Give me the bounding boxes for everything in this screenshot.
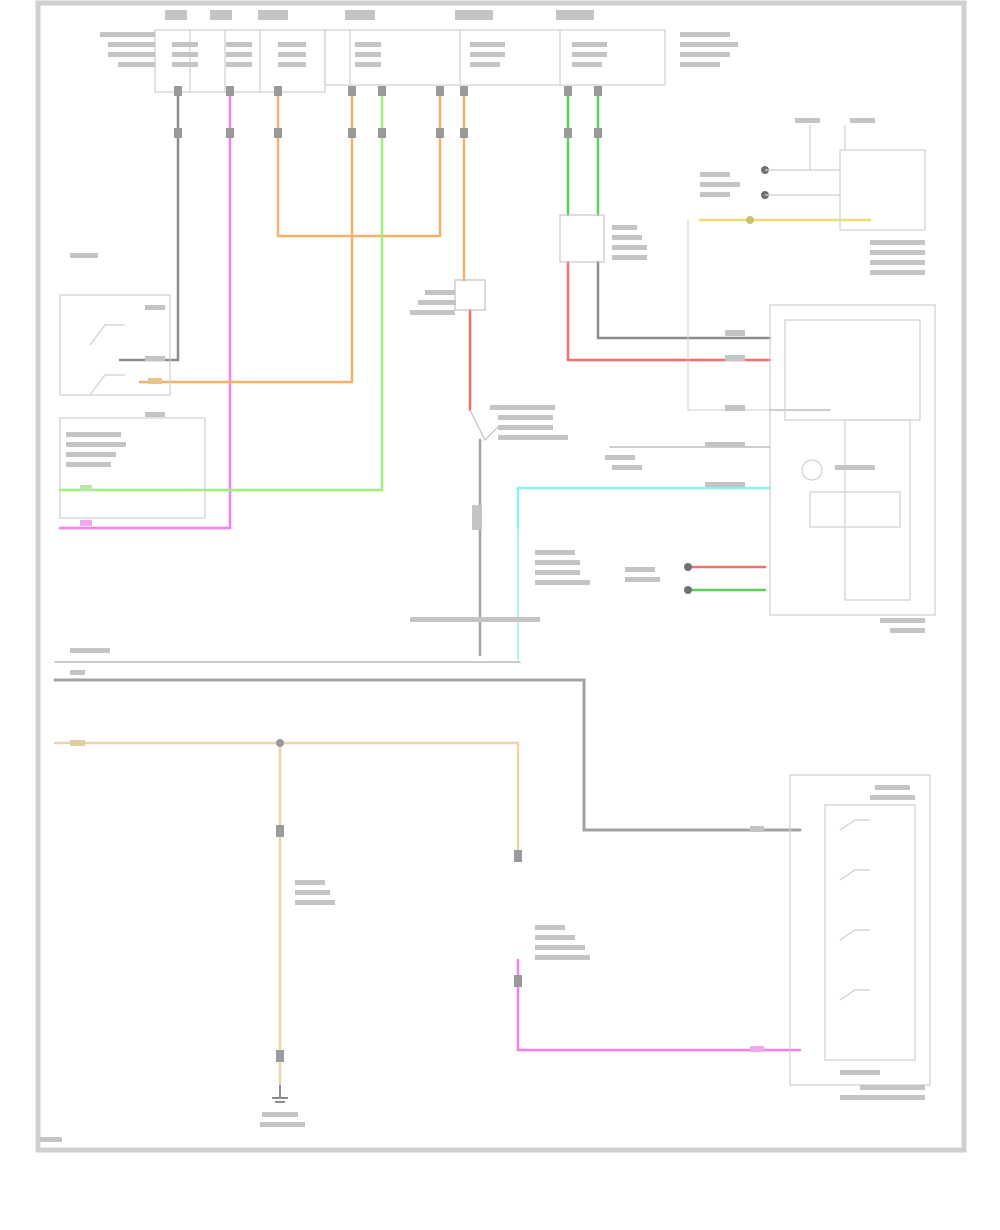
wires bbox=[53, 90, 872, 1087]
sensor-block bbox=[765, 125, 926, 231]
lower-labels bbox=[40, 880, 590, 1142]
connectors bbox=[174, 86, 769, 1062]
wire-gray-bus bbox=[53, 678, 802, 832]
control-unit-labels bbox=[605, 330, 925, 633]
wire-pink-2 bbox=[516, 958, 802, 1052]
wire-orange-2 bbox=[138, 90, 354, 384]
lower-module bbox=[789, 774, 931, 1086]
wire-beige-1 bbox=[53, 741, 520, 862]
wire-black-2 bbox=[596, 260, 772, 340]
sensor-block-labels bbox=[700, 118, 925, 275]
lower-module-labels bbox=[750, 785, 925, 1100]
diagram-frame bbox=[35, 0, 967, 1153]
control-unit bbox=[769, 304, 936, 616]
wire-cyan-1 bbox=[516, 486, 772, 530]
wire-red-2 bbox=[566, 260, 772, 362]
center-relay bbox=[454, 279, 501, 442]
wire-orange-1 bbox=[276, 90, 442, 238]
wire-lightgreen-1 bbox=[58, 90, 384, 492]
right-relay-labels bbox=[612, 225, 647, 260]
center-labels bbox=[70, 290, 590, 746]
left-switch bbox=[59, 294, 206, 519]
ground-icon bbox=[272, 1085, 288, 1103]
fuse-labels bbox=[100, 10, 738, 67]
right-relay bbox=[559, 214, 605, 263]
left-switch-labels bbox=[66, 253, 165, 526]
wire-pink-1 bbox=[58, 90, 232, 530]
wire-black-1 bbox=[118, 90, 180, 362]
fuse-box bbox=[154, 29, 666, 93]
